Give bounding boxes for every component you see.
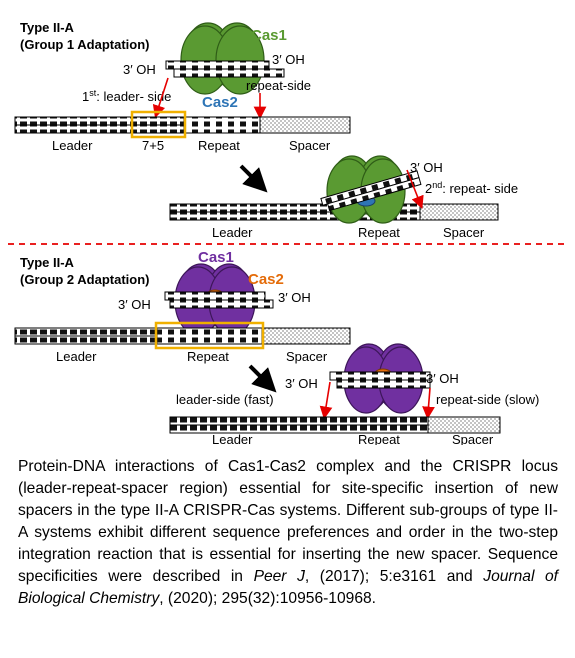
crispr-adaptation-diagram: Type II-A (Group 1 Adaptation) Cas1 Cas2… xyxy=(8,20,568,445)
bound-spacer-b-top xyxy=(164,291,266,301)
cas2-b-label: Cas2 xyxy=(248,271,284,288)
cas2-label: Cas2 xyxy=(202,94,238,111)
figure-caption: Protein-DNA interactions of Cas1-Cas2 co… xyxy=(18,456,558,610)
step-transition-arrow-a xyxy=(239,164,268,193)
repeat-side-label: repeat-side xyxy=(246,78,311,93)
dna-b1-repeat-label: Repeat xyxy=(187,349,229,364)
panel-a-title-line2: (Group 1 Adaptation) xyxy=(20,37,150,52)
dna-b2-leader-label: Leader xyxy=(212,432,253,445)
cas1-b-label: Cas1 xyxy=(198,249,234,266)
dna1-leader-label: Leader xyxy=(52,138,93,153)
dna2-repeat-label: Repeat xyxy=(358,225,400,240)
oh-top2-label: 3′ OH xyxy=(410,160,443,175)
panel-group2: Type II-A (Group 2 Adaptation) Cas1 Cas2… xyxy=(14,249,539,445)
oh-left2-b-label: 3′ OH xyxy=(285,376,318,391)
dna-b1-spacer-label: Spacer xyxy=(286,349,328,364)
bound-spacer-b2-top xyxy=(329,371,431,381)
bound-spacer-strand-bottom xyxy=(173,68,285,78)
dna1-spacer-label: Spacer xyxy=(289,138,331,153)
dna2-spacer-label: Spacer xyxy=(443,225,485,240)
step-transition-arrow-b xyxy=(248,364,277,393)
repeat-highlight-box xyxy=(154,321,265,350)
repeat-side-slow-arrow xyxy=(422,387,435,420)
panel-b-title-line1: Type II-A xyxy=(20,255,75,270)
bound-spacer-b-bottom xyxy=(169,299,274,309)
step2-label: 2nd: repeat- side xyxy=(425,180,518,196)
bound-spacer-tilted xyxy=(320,170,422,212)
panel-b-title-line2: (Group 2 Adaptation) xyxy=(20,272,150,287)
caption-part2: , (2017); 5:e3161 and xyxy=(304,568,484,585)
oh-left-label: 3′ OH xyxy=(123,62,156,77)
caption-journal1: Peer J xyxy=(253,568,305,585)
bound-spacer-strand-top xyxy=(165,60,270,70)
oh-left-b-label: 3′ OH xyxy=(118,297,151,312)
oh-right-label: 3′ OH xyxy=(272,52,305,67)
dna-b1-leader-label: Leader xyxy=(56,349,97,364)
bound-spacer-b2-bottom xyxy=(336,379,431,389)
oh-right2-b-label: 3′ OH xyxy=(426,371,459,386)
caption-part3: , (2020); 295(32):10956-10968. xyxy=(159,590,377,607)
caption-journal2: Journal of Biological Chemistry xyxy=(18,568,558,607)
dna-b2-repeat-label: Repeat xyxy=(358,432,400,445)
repeat-side-slow-label: repeat-side (slow) xyxy=(436,392,539,407)
cas1-label: Cas1 xyxy=(251,27,287,44)
crispr-locus-dna-1 xyxy=(14,110,351,139)
caption-part1: Protein-DNA interactions of Cas1-Cas2 co… xyxy=(18,458,558,585)
dna1-repeat-label: Repeat xyxy=(198,138,240,153)
oh-right-b-label: 3′ OH xyxy=(278,290,311,305)
crispr-locus-dna-b2 xyxy=(169,416,501,434)
panel-a-title-line1: Type II-A xyxy=(20,20,75,35)
seven-plus-five-highlight-box xyxy=(130,110,187,139)
step1-label: 1st: leader- side xyxy=(82,88,171,104)
leader-side-arrow xyxy=(152,77,169,119)
dna-b2-spacer-label: Spacer xyxy=(452,432,494,445)
leader-side-fast-arrow xyxy=(319,381,333,420)
repeat-side-arrow-2 xyxy=(406,169,424,209)
panel-group1: Type II-A (Group 1 Adaptation) Cas1 Cas2… xyxy=(14,20,518,240)
crispr-locus-dna-b1 xyxy=(14,321,351,350)
dna1-75-label: 7+5 xyxy=(142,138,164,153)
cas1-group2-complex xyxy=(174,263,256,336)
leader-side-fast-label: leader-side (fast) xyxy=(176,392,274,407)
dna2-leader-label: Leader xyxy=(212,225,253,240)
